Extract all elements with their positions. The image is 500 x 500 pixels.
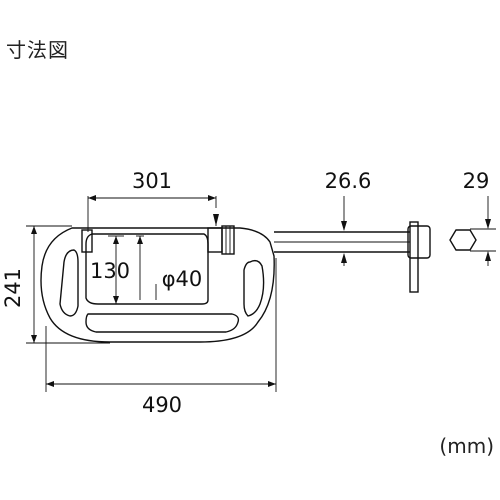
dim-241-label: 241 — [1, 268, 25, 308]
dim-301-label: 301 — [132, 169, 172, 193]
dim-29-label: 29 — [463, 169, 490, 193]
screw-rod — [274, 231, 410, 253]
clamp-frame — [40, 225, 275, 343]
dimension-throat-width: 301 — [87, 169, 219, 232]
dim-phi40-label: φ40 — [162, 267, 203, 291]
dimension-overall-length: 490 — [45, 258, 277, 417]
dim-26-6-label: 26.6 — [325, 169, 372, 193]
t-handle — [407, 221, 431, 293]
dimension-overall-height: 241 — [1, 225, 110, 344]
page-title: 寸法図 — [6, 38, 69, 62]
dim-490-label: 490 — [142, 393, 182, 417]
dimension-throat-depth: 130 — [90, 235, 130, 304]
dimension-screw-diameter: 26.6 — [325, 169, 372, 266]
dimension-hex-size: 29 — [463, 169, 496, 266]
dimension-pad-diameter: φ40 — [136, 235, 203, 300]
hex-end-view — [449, 229, 477, 251]
unit-label: (mm) — [439, 434, 494, 458]
dim-130-label: 130 — [90, 259, 130, 283]
